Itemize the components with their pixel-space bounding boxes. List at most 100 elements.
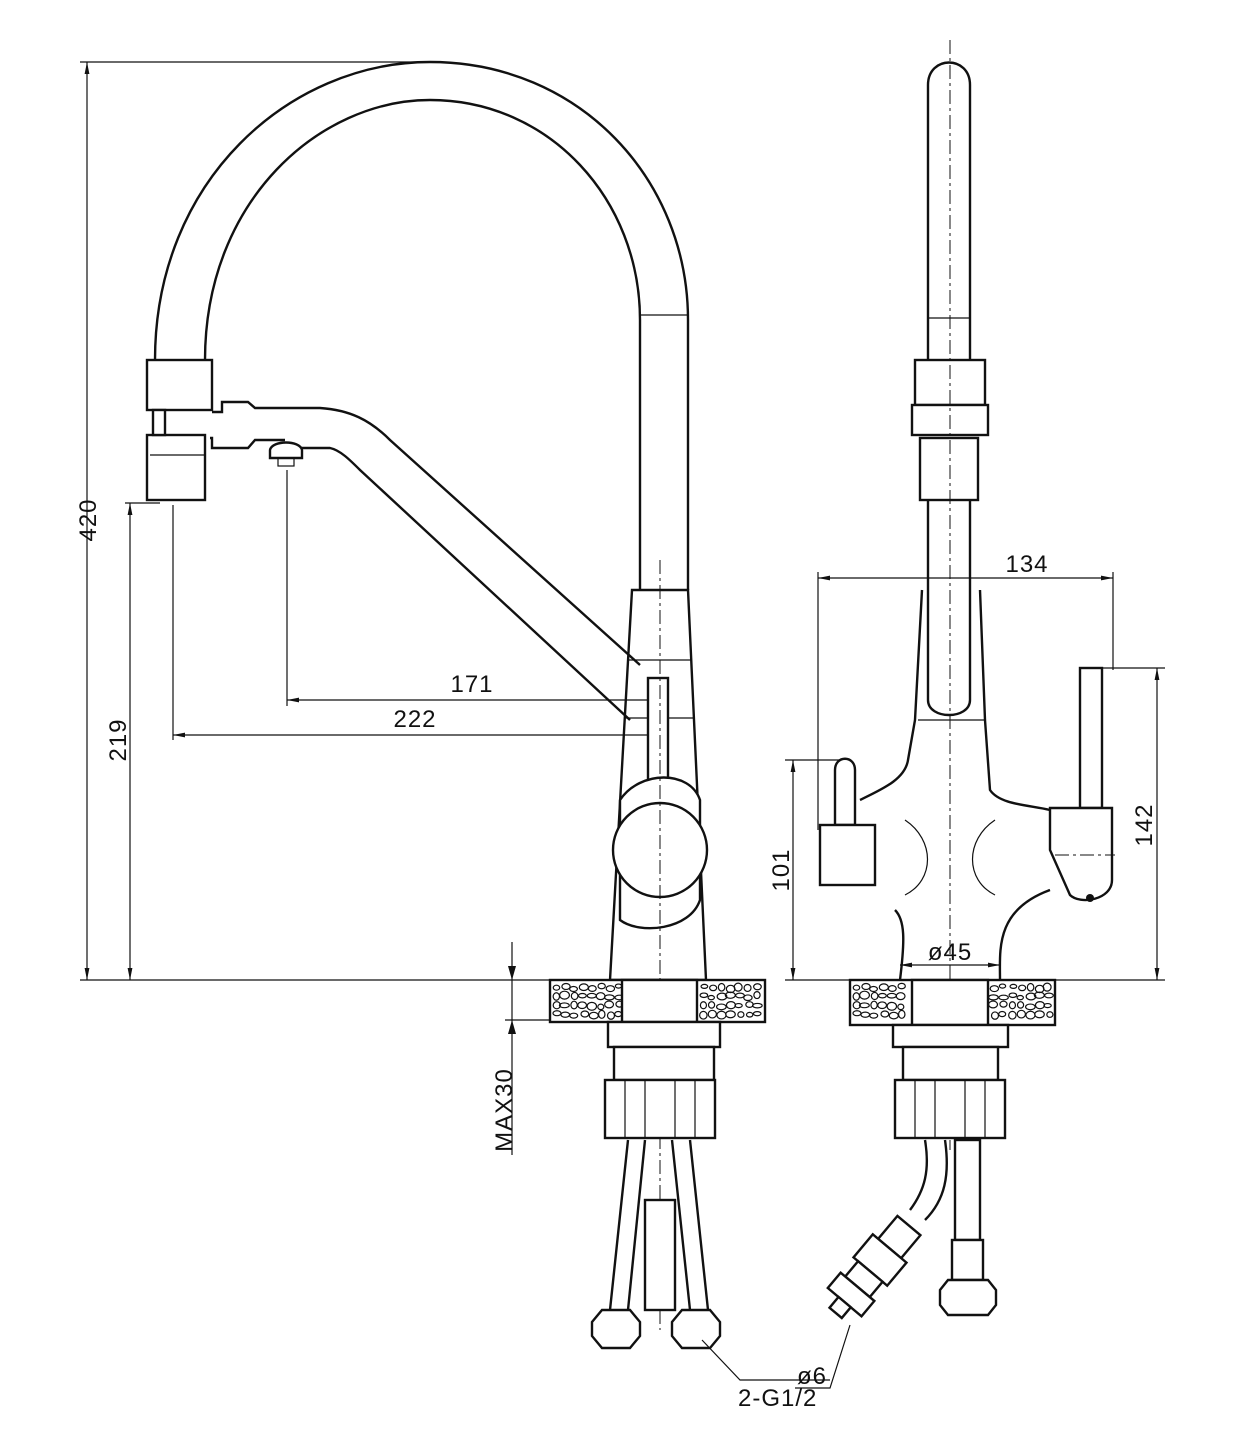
stone bbox=[1018, 984, 1027, 992]
dimension-101-label: 101 bbox=[768, 848, 795, 891]
stone bbox=[752, 1011, 762, 1017]
stone bbox=[606, 1011, 616, 1020]
stone bbox=[699, 992, 709, 999]
dimension-142-label: 142 bbox=[1131, 803, 1158, 846]
stone bbox=[699, 1001, 708, 1010]
stone bbox=[733, 982, 743, 992]
stone bbox=[1016, 994, 1024, 1001]
filter-outlet bbox=[268, 441, 304, 460]
stone bbox=[587, 985, 597, 992]
stone bbox=[1008, 1010, 1017, 1020]
stone bbox=[999, 1000, 1008, 1008]
dimension-max30-label: MAX30 bbox=[491, 1068, 518, 1152]
filter-hose-front bbox=[909, 1139, 948, 1221]
countertop-stones bbox=[552, 982, 763, 1020]
stone bbox=[1043, 1002, 1052, 1009]
supply-hoses bbox=[608, 1139, 710, 1311]
stone bbox=[858, 1002, 870, 1009]
leader-line bbox=[795, 1324, 851, 1389]
left-lever bbox=[833, 757, 857, 827]
stone bbox=[604, 1000, 615, 1009]
stone bbox=[709, 984, 718, 992]
left-handle bbox=[818, 823, 877, 887]
dimension-219-label: 219 bbox=[105, 718, 132, 761]
stone bbox=[1046, 1011, 1054, 1018]
stone bbox=[990, 1011, 1000, 1020]
stone bbox=[1009, 983, 1018, 990]
stone bbox=[597, 982, 606, 990]
dimension-134-label: 134 bbox=[1005, 551, 1048, 578]
body-front bbox=[859, 589, 1051, 981]
stone bbox=[745, 1011, 754, 1018]
dimension-420-label: 420 bbox=[75, 498, 102, 541]
filter-connector bbox=[826, 1214, 923, 1320]
stone bbox=[743, 983, 752, 993]
stone bbox=[1008, 992, 1018, 999]
dimension-171-label: 171 bbox=[450, 671, 493, 698]
filter-tube-label: ø6 bbox=[797, 1363, 827, 1390]
stone bbox=[603, 994, 615, 1001]
supply-hose-front bbox=[953, 1138, 982, 1242]
stone bbox=[597, 1003, 605, 1011]
body-curves bbox=[904, 819, 996, 896]
stone bbox=[580, 1010, 590, 1018]
stone bbox=[1044, 992, 1054, 999]
stone bbox=[869, 985, 879, 993]
filter-hose bbox=[643, 1198, 677, 1312]
stone bbox=[753, 990, 761, 1000]
stone bbox=[559, 990, 571, 1000]
stone bbox=[734, 1002, 743, 1009]
right-handle bbox=[1048, 806, 1114, 902]
stone bbox=[577, 992, 587, 999]
hose-nut-right bbox=[670, 1308, 722, 1350]
stone bbox=[852, 984, 861, 991]
stone bbox=[886, 1001, 898, 1011]
hose-nut-left bbox=[590, 1308, 642, 1350]
base-column bbox=[620, 978, 699, 1024]
arrowheads bbox=[508, 966, 516, 1034]
stone bbox=[998, 994, 1009, 1001]
stone bbox=[897, 1003, 905, 1011]
mounting-washer bbox=[891, 1023, 1010, 1049]
stone bbox=[869, 1012, 879, 1019]
base-column bbox=[910, 978, 990, 1027]
stone bbox=[707, 1009, 717, 1019]
stone bbox=[699, 1010, 708, 1020]
stone bbox=[897, 1009, 906, 1019]
spray-head-neck bbox=[151, 408, 167, 437]
stone bbox=[1042, 982, 1052, 992]
stone bbox=[605, 985, 616, 993]
spout-front bbox=[926, 61, 972, 360]
stone bbox=[887, 985, 897, 992]
stone bbox=[998, 1010, 1007, 1018]
mounting-shank bbox=[612, 1045, 716, 1082]
hose-nut-front bbox=[938, 1278, 998, 1317]
stone bbox=[751, 1002, 763, 1009]
spout-outer bbox=[153, 60, 690, 590]
stone bbox=[700, 983, 709, 990]
mounting-shank bbox=[901, 1045, 1000, 1082]
stone bbox=[737, 1011, 745, 1018]
stone bbox=[717, 982, 726, 992]
stone bbox=[743, 994, 753, 1002]
stone bbox=[1016, 1001, 1025, 1009]
countertop-stones bbox=[852, 982, 1054, 1020]
stone bbox=[586, 1001, 598, 1011]
stone bbox=[707, 1001, 716, 1009]
spray-head-top bbox=[145, 358, 214, 412]
stone bbox=[1026, 982, 1035, 992]
stone bbox=[561, 982, 571, 991]
stone bbox=[558, 1002, 570, 1009]
mounting-nut bbox=[893, 1078, 1007, 1140]
handle-screw bbox=[1086, 894, 1094, 902]
filter-nozzle bbox=[277, 457, 295, 467]
stone bbox=[877, 1001, 888, 1010]
nut-knurl bbox=[914, 1080, 986, 1138]
stone bbox=[861, 982, 871, 991]
stone bbox=[998, 983, 1007, 989]
stone bbox=[716, 1003, 727, 1011]
stone bbox=[1016, 1009, 1026, 1019]
stone bbox=[569, 1012, 579, 1019]
stone bbox=[552, 984, 561, 991]
mounting-nut bbox=[603, 1078, 717, 1140]
